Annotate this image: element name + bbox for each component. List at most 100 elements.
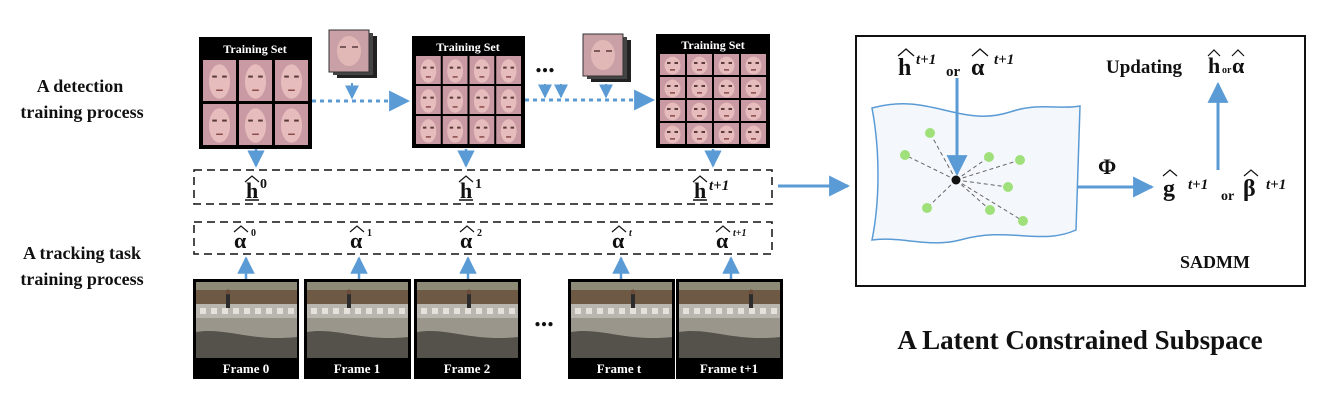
face-grid-2: [416, 56, 521, 144]
frame-t1: Frame t+1: [676, 279, 783, 379]
updating-text: Updating: [1106, 57, 1183, 78]
h0-base: h: [246, 178, 258, 203]
frames-ellipsis: ...: [534, 303, 554, 332]
alphat1-base: α: [716, 228, 729, 253]
h1-sup: 1: [475, 177, 482, 192]
face-thumbnail: [416, 56, 441, 84]
face-thumbnail: [714, 100, 739, 121]
g-or: or: [1221, 189, 1234, 204]
face-thumbnail: [741, 77, 766, 98]
frame-t1-label: Frame t+1: [700, 361, 758, 376]
face-thumbnail: [416, 86, 441, 114]
sub-alpha-sup: t+1: [994, 52, 1014, 68]
phi-symbol: Φ: [1098, 154, 1116, 179]
training-set-1: Training Set: [199, 37, 312, 149]
training-set-3: Training Set: [656, 34, 770, 148]
sub-alpha: α: [971, 55, 985, 81]
face-thumbnail: [741, 100, 766, 121]
face-stack-2: [582, 33, 631, 82]
frame-2: Frame 2: [414, 279, 521, 379]
h-label-0: h 0: [244, 175, 267, 203]
tracking-label-line2: training process: [20, 269, 143, 289]
face-thumbnail: [442, 86, 468, 114]
alpha-label-1: α 1: [349, 225, 372, 253]
face-thumbnail: [660, 54, 685, 75]
face-thumbnail: [239, 104, 272, 145]
alpha2-base: α: [460, 228, 473, 253]
sub-h: h: [898, 55, 911, 81]
detection-ellipsis: ...: [535, 49, 555, 78]
updating-alpha: α: [1232, 53, 1245, 78]
beta-sup: t+1: [1266, 177, 1286, 193]
face-thumbnail: [469, 86, 495, 114]
alphat-sup: t: [629, 228, 633, 239]
face-thumbnail: [469, 116, 495, 144]
alpha0-base: α: [234, 228, 247, 253]
face-thumbnail: [687, 54, 712, 75]
sub-or: or: [946, 64, 961, 80]
training-set-1-title: Training Set: [223, 42, 286, 56]
h0-sup: 0: [260, 177, 267, 192]
face-thumbnail: [687, 123, 712, 144]
frame-0: Frame 0: [193, 279, 299, 379]
face-thumbnail: [714, 54, 739, 75]
face-thumbnail: [275, 104, 308, 145]
frame-1: Frame 1: [304, 279, 411, 379]
frame-arrows: [237, 256, 740, 279]
face-grid-1: [203, 60, 308, 145]
face-thumbnail: [442, 56, 468, 84]
face-thumbnail: [469, 56, 495, 84]
alpha-row-box: [193, 221, 773, 255]
face-thumbnail: [741, 54, 766, 75]
sub-h-sup: t+1: [916, 52, 936, 68]
frame-t: Frame t: [568, 279, 675, 379]
training-set-2-title: Training Set: [436, 40, 499, 54]
g-symbol: g: [1163, 176, 1175, 202]
center-node: [951, 175, 961, 185]
h-label-t1: h t+1: [692, 175, 729, 203]
face-thumbnail: [660, 123, 685, 144]
alphat1-sup: t+1: [733, 228, 746, 239]
ht1-sup: t+1: [709, 178, 729, 194]
sadmm-label: SADMM: [1180, 252, 1250, 272]
ht1-base: h: [694, 178, 706, 203]
face-grid-3: [660, 54, 766, 144]
face-thumbnail: [496, 116, 521, 144]
alpha-labels: α 0 α 1 α 2 α t α t+1: [233, 225, 746, 253]
frame-2-label: Frame 2: [444, 361, 491, 376]
beta-symbol: β: [1243, 176, 1256, 202]
alpha1-sup: 1: [367, 228, 372, 239]
face-thumbnail: [660, 100, 685, 121]
h-row-box: [193, 169, 773, 205]
face-thumbnail: [416, 116, 441, 144]
manifold-nodes: [900, 128, 1028, 226]
alpha2-sup: 2: [477, 228, 482, 239]
face-thumbnail: [687, 77, 712, 98]
detection-label-line2: training process: [20, 102, 143, 122]
training-set-2: Training Set: [412, 36, 525, 148]
alpha-label-t1: α t+1: [715, 225, 746, 253]
face-thumbnail: [714, 77, 739, 98]
frame-1-label: Frame 1: [334, 361, 381, 376]
face-thumbnail: [741, 123, 766, 144]
training-set-3-title: Training Set: [681, 38, 744, 52]
alphat-base: α: [612, 228, 625, 253]
face-stack-1: [328, 29, 377, 78]
alpha0-sup: 0: [251, 228, 256, 239]
face-thumbnail: [714, 123, 739, 144]
face-thumbnail: [203, 104, 236, 145]
tracking-label-line1: A tracking task: [23, 243, 141, 263]
updating-or: or: [1222, 65, 1232, 76]
face-thumbnail: [496, 86, 521, 114]
h1-base: h: [460, 178, 472, 203]
h-arrows: [247, 149, 722, 168]
alpha-label-2: α 2: [459, 225, 482, 253]
detection-flow-arrows: [312, 83, 656, 112]
face-thumbnail: [203, 60, 236, 101]
face-thumbnail: [275, 60, 308, 101]
g-sup: t+1: [1188, 177, 1208, 193]
subspace-top-label: h t+1 or α t+1: [897, 48, 1014, 81]
frame-t-label: Frame t: [597, 361, 642, 376]
updating-h: h: [1208, 53, 1220, 78]
